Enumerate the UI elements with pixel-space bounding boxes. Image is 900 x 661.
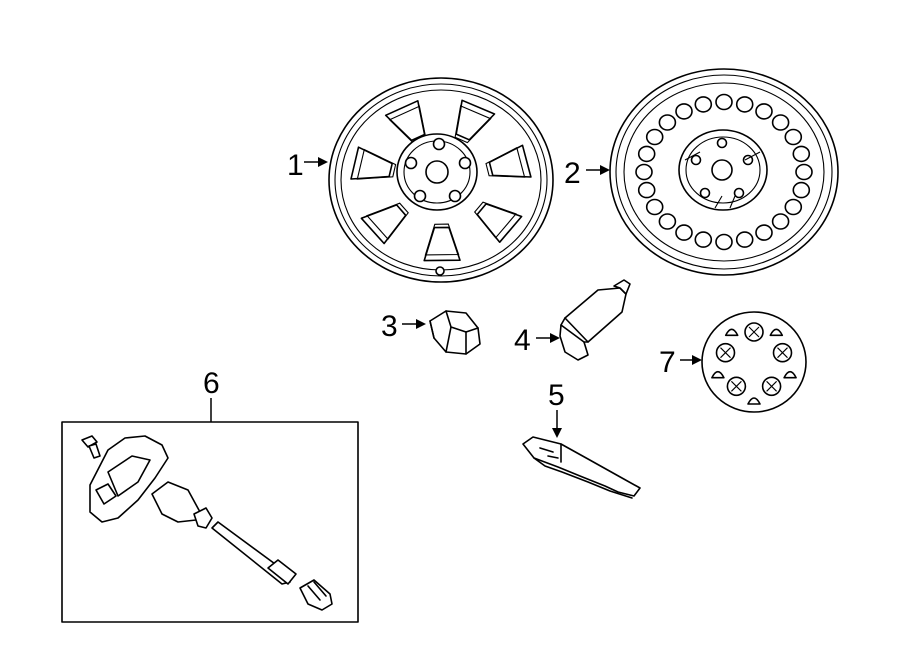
spoke-window-inner	[485, 146, 526, 178]
callout-1: 1	[287, 149, 304, 182]
cap-hole-cross	[748, 326, 760, 338]
spare-hole	[715, 93, 733, 111]
spoke-window-inner	[473, 201, 517, 239]
spare-hole	[645, 128, 664, 146]
spare-hole	[645, 198, 664, 216]
spoke-window-inner	[366, 202, 409, 240]
cap-notch	[769, 328, 784, 337]
spare-hole	[771, 114, 790, 131]
cap-hole-cross	[720, 347, 731, 359]
spoke-window-inner	[454, 105, 492, 144]
spare-hole	[755, 224, 773, 241]
spare-hole	[694, 231, 713, 248]
spare-hole	[675, 224, 693, 241]
callout-5: 5	[548, 379, 565, 412]
spare-hole	[635, 163, 653, 181]
tpms-tool[interactable]	[522, 436, 641, 499]
spare-hole	[792, 181, 811, 199]
tpms-sensor-kit[interactable]	[61, 421, 359, 623]
spare-hole	[735, 231, 754, 248]
callout-3: 3	[381, 310, 398, 343]
spare-hole	[637, 181, 656, 199]
callout-6: 6	[203, 367, 220, 400]
leader-lines	[210, 157, 702, 438]
spoke-window-inner	[424, 223, 460, 256]
spare-hole	[658, 213, 677, 230]
spare-wheel[interactable]	[609, 68, 839, 276]
callout-7: 7	[659, 346, 676, 379]
callout-4: 4	[514, 324, 531, 357]
cap-hole-cross	[777, 347, 788, 359]
callout-2: 2	[564, 157, 581, 190]
spare-hole	[755, 103, 773, 120]
valve-stem[interactable]	[559, 279, 631, 361]
cap-notch	[747, 397, 761, 405]
spare-hole	[792, 145, 811, 163]
lug-nut[interactable]	[429, 310, 481, 355]
spare-hole	[771, 213, 790, 230]
spare-hole	[637, 145, 656, 163]
spare-hole	[715, 233, 733, 251]
cap-notch	[783, 370, 797, 379]
cap-hole-cross	[766, 380, 777, 392]
spare-hole	[658, 114, 677, 131]
spare-hole	[784, 128, 803, 146]
spare-hole	[795, 163, 813, 181]
spare-hole	[735, 96, 754, 113]
spare-hole	[694, 96, 713, 113]
spoke-window-inner	[356, 148, 397, 180]
cap-hole-cross	[731, 380, 742, 392]
cap-notch	[711, 370, 725, 379]
cap-notch	[724, 328, 739, 337]
spare-hole	[675, 103, 693, 120]
alloy-wheel[interactable]	[328, 77, 554, 283]
spoke-window	[476, 203, 523, 243]
center-cap[interactable]	[701, 311, 807, 413]
spare-hole	[784, 198, 803, 216]
